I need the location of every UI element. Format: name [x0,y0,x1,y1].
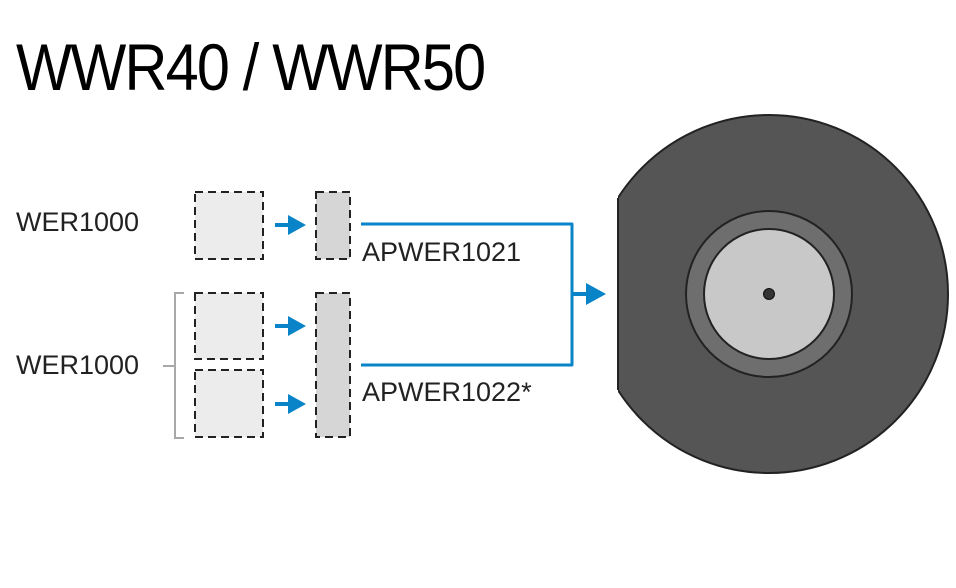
module-box-middle [194,292,264,360]
module-box-bottom [194,369,264,438]
adapter-single [315,191,351,260]
machine-spool [617,114,949,474]
connector-line [361,222,574,367]
module-box-top [194,191,264,260]
arrow-module-top [275,215,306,235]
source-label-top: WER1000 [16,207,140,237]
adapter-label-single: APWER1021 [362,237,522,267]
adapter-label-double: APWER1022* [362,377,532,407]
arrow-module-middle [275,316,306,336]
source-label-bottom: WER1000 [16,350,140,380]
arrow-module-bottom [275,394,306,414]
arrow-to-machine [572,283,606,305]
adapter-double [315,292,351,438]
group-bracket [163,292,184,439]
page-title: WWR40 / WWR50 [16,30,486,104]
